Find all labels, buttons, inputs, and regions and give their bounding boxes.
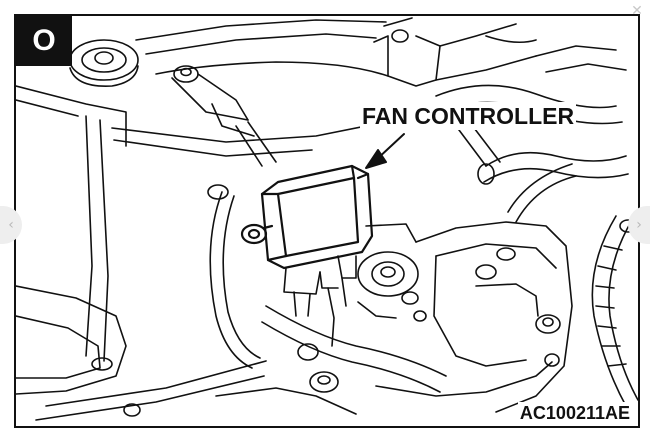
wiring-harness-drawing [591, 215, 638, 407]
rod-drawing [111, 121, 367, 167]
fan-controller-callout-label: FAN CONTROLLER [360, 102, 577, 130]
throttle-body-drawing [357, 223, 427, 322]
engine-bay-line-drawing [16, 17, 638, 421]
engine-block-drawing [415, 163, 577, 413]
view-letter-badge: O [16, 16, 72, 66]
hose-drawing [433, 45, 629, 185]
fender-panel-drawing [16, 85, 267, 421]
figure-code-label: AC100211AE [517, 402, 632, 424]
callout-arrow-drawing [365, 133, 405, 169]
connector-drawing [283, 255, 357, 347]
strut-mount-drawing [69, 39, 139, 87]
fan-controller-drawing [240, 164, 374, 270]
upper-frame-drawing [135, 17, 537, 87]
close-icon[interactable]: ✕ [631, 3, 643, 19]
lower-pipe-drawing [123, 305, 560, 417]
figure-frame: O FAN CONTROLLER AC100211AE [14, 14, 640, 428]
chevron-left-icon[interactable]: ‹ [0, 206, 22, 244]
chevron-right-icon[interactable]: › [628, 206, 650, 244]
bracket-drawing [171, 65, 255, 137]
left-hose-drawing [207, 184, 261, 369]
